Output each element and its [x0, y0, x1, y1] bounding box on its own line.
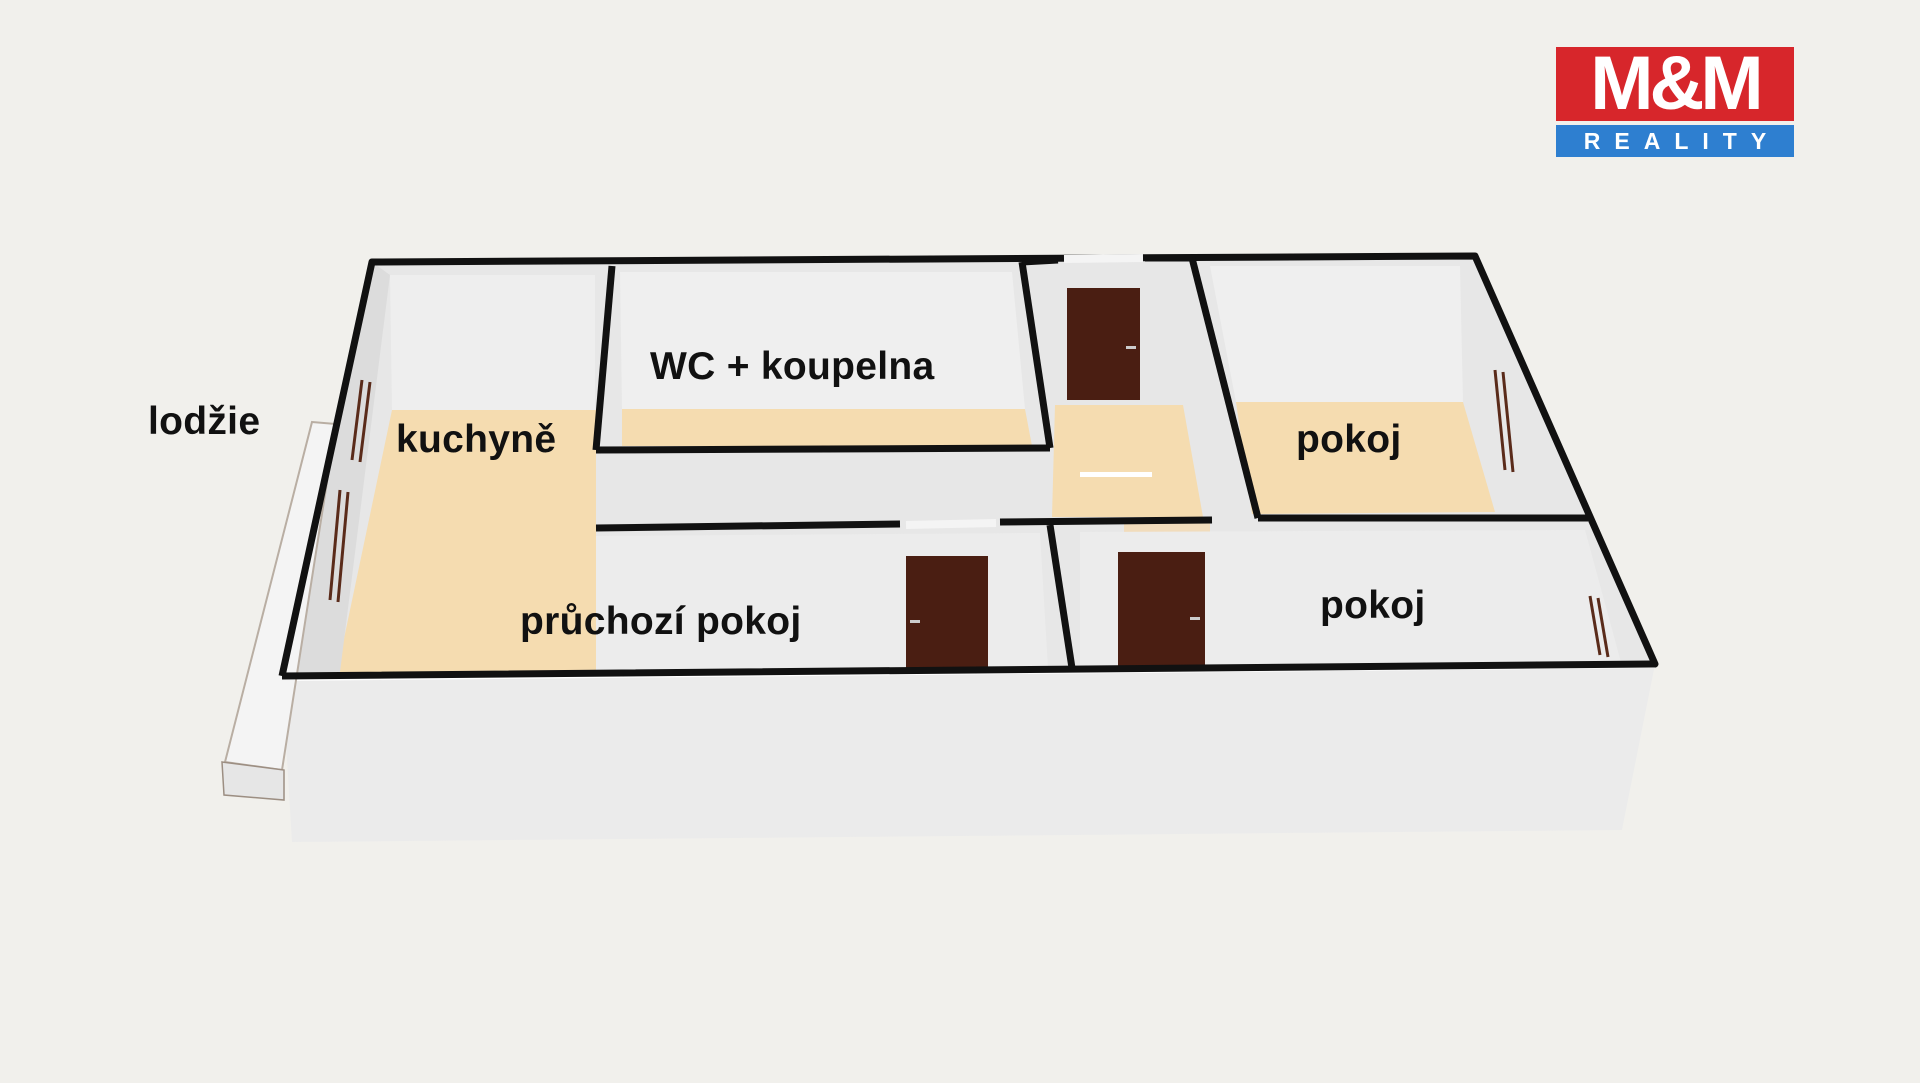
front-wall-face — [282, 664, 1655, 842]
floor-kuchyne — [337, 410, 596, 672]
floor-hall — [1052, 405, 1203, 517]
wall-face-wc — [620, 272, 1025, 409]
room-label-pokoj-top: pokoj — [1296, 418, 1402, 461]
wall-face-pokoj-top — [1210, 266, 1463, 402]
wall-tops — [278, 252, 1659, 680]
door-openings — [905, 254, 1144, 529]
windows — [328, 369, 1610, 658]
logo-bottom-text: REALITY — [1556, 125, 1794, 157]
door-pokoj-bottom — [1118, 552, 1205, 667]
door-handles — [910, 346, 1200, 623]
door-hall-top — [1067, 288, 1140, 400]
wall-face-pokoj-bottom — [1080, 530, 1622, 667]
room-label-pokoj-bottom: pokoj — [1320, 584, 1426, 627]
room-label-kuchyne: kuchyně — [396, 418, 557, 461]
room-label-wc-koupelna: WC + koupelna — [650, 345, 935, 388]
loggia-base — [221, 761, 285, 801]
hall-light — [1080, 472, 1152, 477]
room-label-lodzie: lodžie — [148, 400, 261, 443]
wall-face-kuchyne — [390, 275, 595, 410]
logo-top-text: M&M — [1556, 46, 1794, 122]
floor-wc — [622, 409, 1032, 446]
floor-pokoj-top — [1236, 402, 1495, 514]
door-pruchozi — [906, 556, 988, 669]
mm-reality-logo: M&M REALITY — [1556, 46, 1794, 157]
room-label-pruchozi-pokoj: průchozí pokoj — [520, 600, 802, 643]
